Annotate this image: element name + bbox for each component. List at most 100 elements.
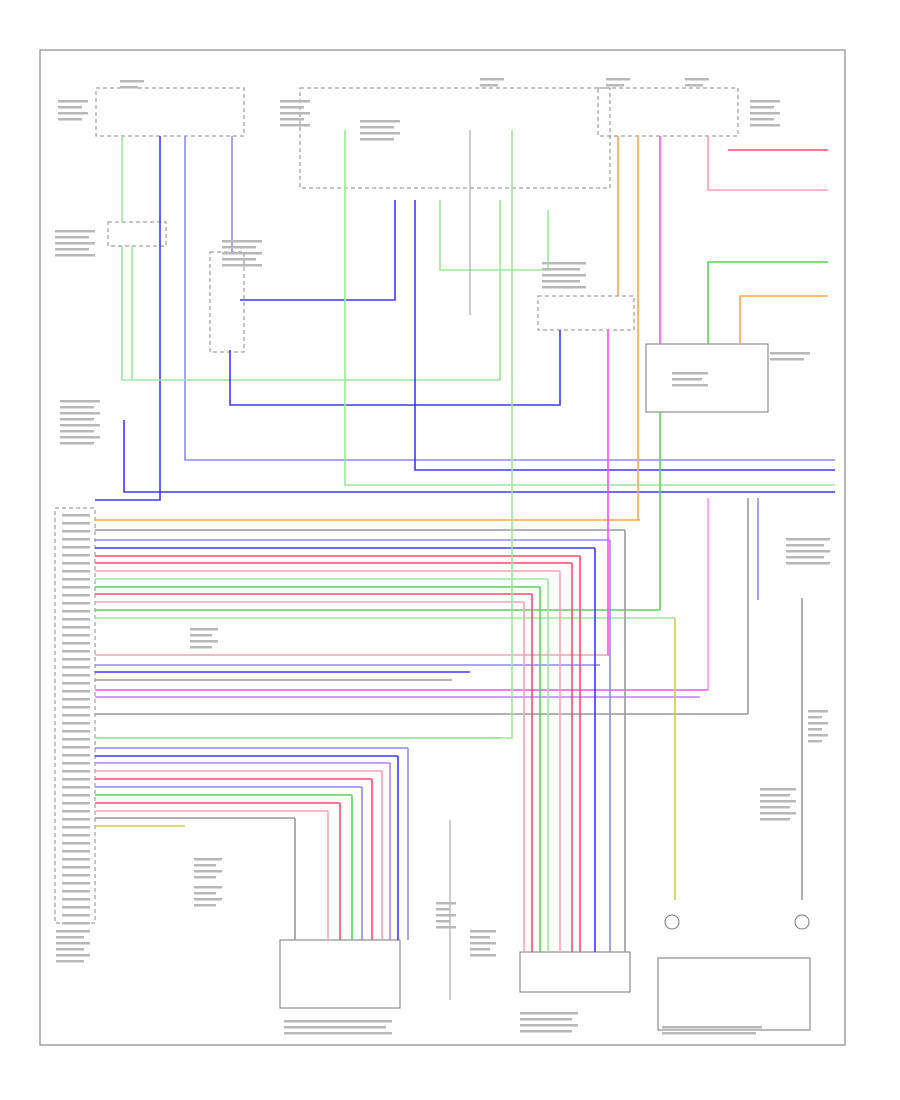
ecm-pin-mark-109 — [62, 522, 90, 525]
relay-out-2 — [229, 330, 561, 406]
feed-v8 — [414, 200, 835, 471]
ecm-pin-mark-113 — [62, 554, 90, 557]
ecm-pin-mark-114 — [62, 562, 90, 565]
wire-group — [95, 130, 835, 1000]
label-mark-103 — [56, 936, 84, 939]
label-mark-97 — [520, 1018, 572, 1021]
label-mark-65 — [194, 870, 222, 873]
label-mark-22 — [750, 106, 774, 109]
fuse-box-left — [95, 87, 245, 137]
ecm-pin-mark-125 — [62, 650, 90, 653]
label-mark-4 — [120, 80, 144, 83]
label-mark-91 — [470, 948, 490, 951]
sensor-circle-right — [794, 914, 810, 930]
label-mark-15 — [480, 78, 504, 81]
label-mark-17 — [606, 78, 630, 81]
label-mark-95 — [284, 1032, 392, 1035]
label-mark-58 — [786, 562, 830, 565]
ecm-pin-mark-140 — [62, 770, 90, 773]
ecm-pin-mark-144 — [62, 802, 90, 805]
label-marks — [55, 78, 830, 1035]
ecm-pin-mark-154 — [62, 882, 90, 885]
ecm-pin-mark-149 — [62, 842, 90, 845]
label-mark-96 — [520, 1012, 578, 1015]
label-mark-92 — [470, 954, 496, 957]
ecm-pin-mark-127 — [62, 666, 90, 669]
label-mark-107 — [56, 960, 84, 963]
label-mark-84 — [436, 908, 450, 911]
label-mark-69 — [194, 898, 222, 901]
label-mark-44 — [60, 418, 94, 421]
ecm-pin-mark-133 — [62, 714, 90, 717]
fuse-box-center — [299, 87, 611, 189]
ecm-pin-mark-121 — [62, 618, 90, 621]
label-mark-21 — [750, 100, 780, 103]
label-mark-79 — [760, 800, 796, 803]
ecm-pin-mark-116 — [62, 578, 90, 581]
label-mark-100 — [662, 1026, 762, 1029]
ecm-pin-mark-151 — [62, 858, 90, 861]
feed-v2 — [95, 136, 161, 501]
label-mark-67 — [194, 886, 222, 889]
label-mark-38 — [542, 274, 586, 277]
label-mark-14 — [360, 138, 394, 141]
label-mark-20 — [685, 84, 703, 87]
ecm-pin-mark-152 — [62, 866, 90, 869]
ecm-pin-mark-112 — [62, 546, 90, 549]
ecm-pin-mark-156 — [62, 898, 90, 901]
label-mark-82 — [760, 818, 790, 821]
label-mark-80 — [760, 806, 790, 809]
label-mark-36 — [542, 262, 586, 265]
label-mark-24 — [750, 118, 774, 121]
feed-v12 — [95, 130, 513, 739]
label-mark-70 — [194, 904, 216, 907]
label-mark-49 — [770, 352, 810, 355]
label-mark-1 — [58, 106, 82, 109]
label-mark-23 — [750, 112, 780, 115]
ecm-pin-mark-115 — [62, 570, 90, 573]
ecm-pin-mark-141 — [62, 778, 90, 781]
label-mark-9 — [280, 118, 304, 121]
ecm-pin-mark-108 — [62, 514, 90, 517]
ecm-pin-mark-129 — [62, 682, 90, 685]
feed-v10 — [439, 200, 549, 271]
label-mark-75 — [808, 734, 828, 737]
label-mark-90 — [470, 942, 496, 945]
label-mark-7 — [280, 106, 304, 109]
label-mark-46 — [60, 430, 94, 433]
ecm-pin-mark-126 — [62, 658, 90, 661]
relay-out-1 — [240, 200, 396, 301]
feed-green-right — [707, 261, 828, 344]
ecm-pin-mark-148 — [62, 834, 90, 837]
label-mark-16 — [480, 84, 498, 87]
ecm-pin-mark-118 — [62, 594, 90, 597]
label-mark-30 — [55, 254, 95, 257]
label-mark-8 — [280, 112, 310, 115]
label-mark-93 — [284, 1020, 392, 1023]
ecm-pin-mark-137 — [62, 746, 90, 749]
label-mark-18 — [606, 84, 624, 87]
throttle-actuator-bottom-left — [279, 939, 401, 1009]
label-mark-105 — [56, 948, 84, 951]
ecm-pin-mark-131 — [62, 698, 90, 701]
ecm-pin-mark-135 — [62, 730, 90, 733]
ecm-pin-mark-153 — [62, 874, 90, 877]
sensor-circle-left — [664, 914, 680, 930]
ecm-pin-mark-119 — [62, 602, 90, 605]
label-mark-19 — [685, 78, 709, 81]
ecm-pin-mark-146 — [62, 818, 90, 821]
control-module-right — [645, 343, 769, 413]
label-mark-60 — [190, 634, 212, 637]
feed-red-2 — [707, 136, 828, 191]
label-mark-51 — [672, 372, 708, 375]
ecm-pin-mark-132 — [62, 706, 90, 709]
label-mark-73 — [808, 722, 828, 725]
label-mark-62 — [190, 646, 212, 649]
label-mark-102 — [56, 930, 90, 933]
ecm-pin-mark-159 — [62, 922, 90, 925]
ecm-pin-mark-139 — [62, 762, 90, 765]
feed-v3 — [184, 136, 835, 461]
label-mark-59 — [190, 628, 218, 631]
label-mark-76 — [808, 740, 822, 743]
